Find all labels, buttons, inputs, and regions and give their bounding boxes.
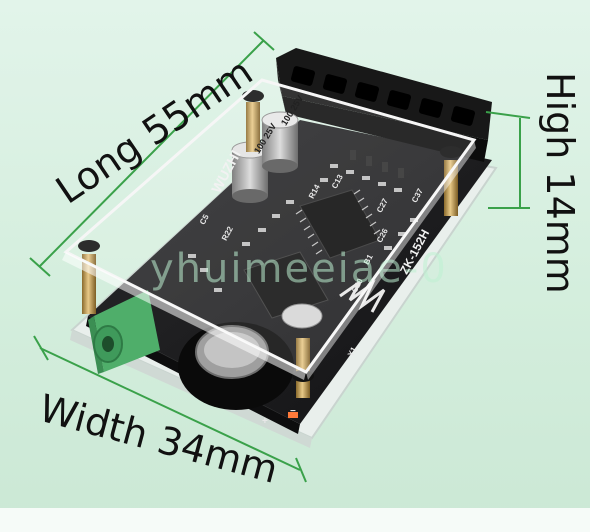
amplifier-ic — [299, 189, 381, 259]
antenna-trace — [339, 279, 386, 313]
component-label: − — [290, 406, 296, 417]
dimension-line-width — [33, 335, 307, 483]
component-label: + — [262, 416, 268, 427]
status-led — [288, 412, 298, 418]
terminal-screws — [290, 66, 476, 126]
crystal — [281, 303, 323, 329]
audio-jack — [88, 290, 160, 374]
watermark: yhuimeeiae-0 — [150, 246, 448, 292]
dimension-line-high — [485, 111, 531, 209]
smd-caps — [350, 150, 404, 178]
smd-components — [188, 164, 418, 292]
bottom-strip — [0, 508, 590, 532]
dimension-line-long — [29, 31, 275, 277]
bluetooth-chip — [243, 251, 329, 319]
dimension-label-high: High 14mm — [538, 72, 582, 294]
standoff-back-right — [440, 146, 462, 216]
capacitor-2 — [261, 111, 299, 173]
